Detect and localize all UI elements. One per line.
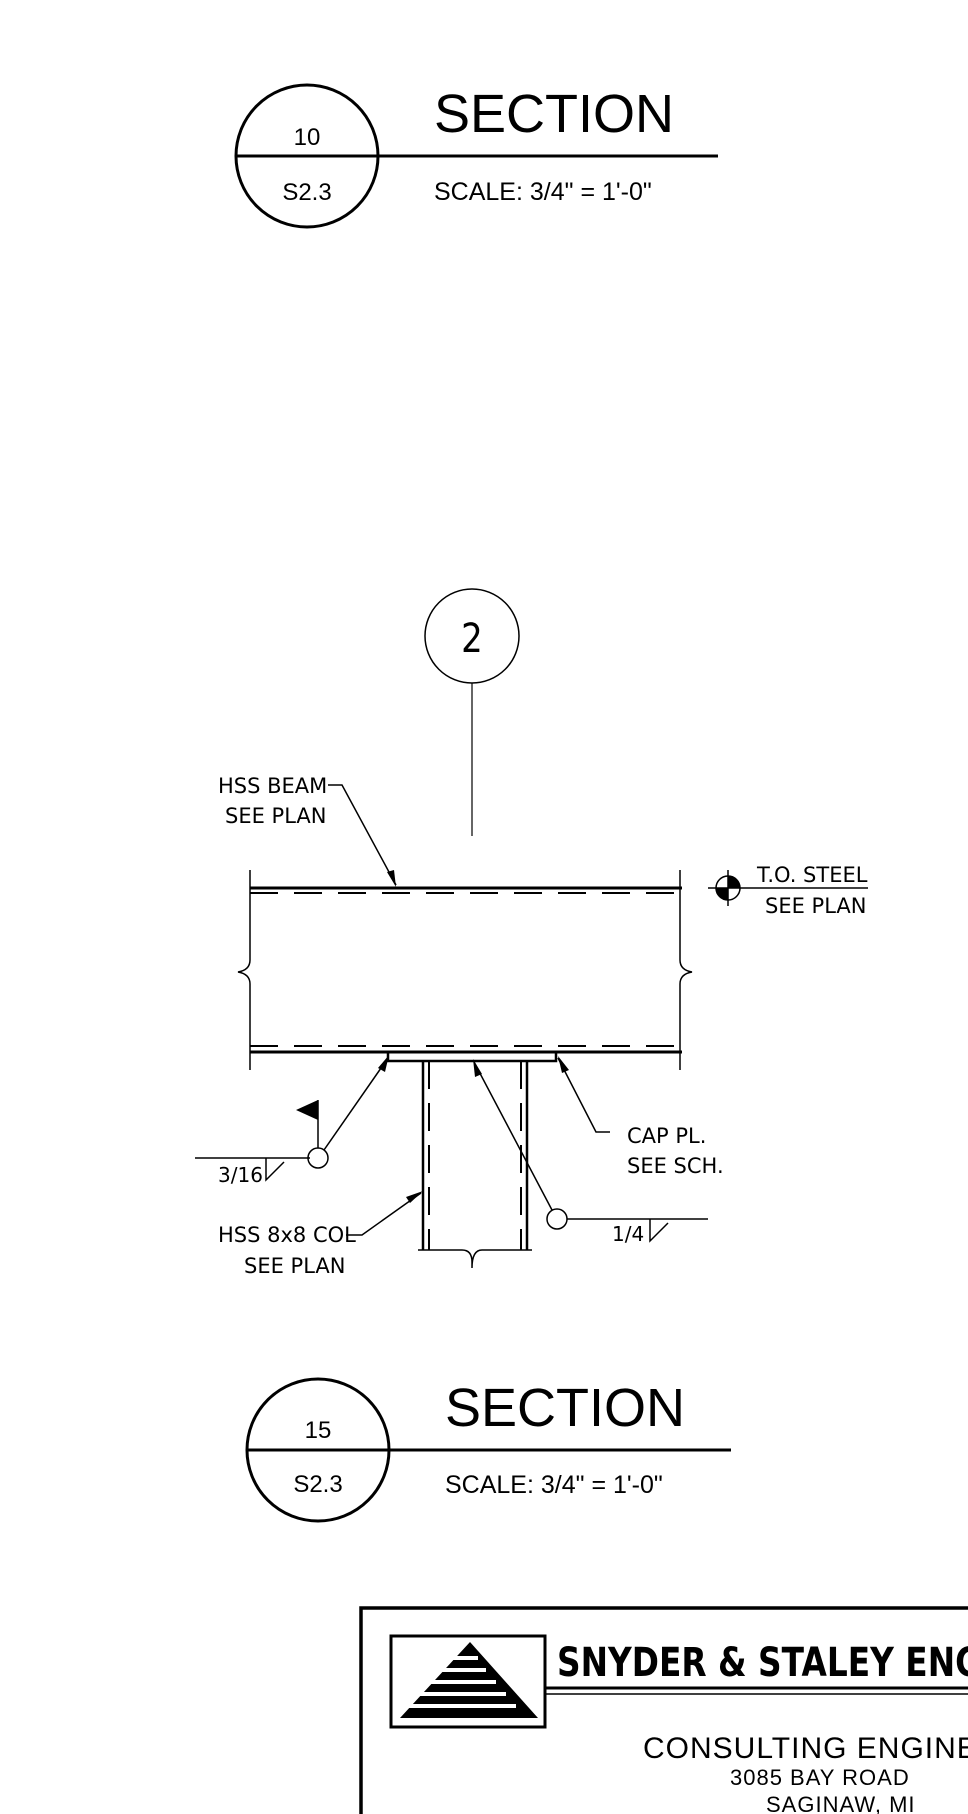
- beam-break-right: [679, 870, 693, 1070]
- column-callout: HSS 8x8 COL SEE PLAN: [218, 1191, 423, 1278]
- section-number: 15: [305, 1417, 332, 1444]
- arrowhead-icon: [473, 1059, 482, 1077]
- section-scale: SCALE: 3/4" = 1'-0": [434, 178, 652, 206]
- firm-name: SNYDER & STALEY ENGINEERING: [557, 1639, 968, 1686]
- tos-label-line-1: T.O. STEEL: [756, 863, 868, 887]
- logo-box: [389, 1634, 547, 1729]
- col-label-line-1: HSS 8x8 COL: [218, 1223, 356, 1247]
- weld-size-right: 1/4: [612, 1222, 644, 1246]
- tos-label-line-2: SEE PLAN: [765, 894, 866, 918]
- weld-all-around-icon: [546, 1208, 568, 1230]
- beam-label-line-2: SEE PLAN: [225, 804, 326, 828]
- column-leader: [346, 1192, 422, 1236]
- fillet-weld-icon: [649, 1219, 669, 1243]
- weld-leader-left: [323, 1057, 389, 1151]
- cap-plate-callout: CAP PL. SEE SCH.: [557, 1056, 724, 1178]
- section-title: SECTION: [445, 1378, 685, 1438]
- section-tag-top: 10 S2.3 SECTION SCALE: 3/4" = 1'-0": [234, 83, 718, 229]
- section-number: 10: [294, 124, 321, 151]
- section-scale: SCALE: 3/4" = 1'-0": [445, 1471, 663, 1499]
- arrowhead-icon: [378, 1055, 389, 1072]
- col-label-line-2: SEE PLAN: [244, 1254, 345, 1278]
- fillet-weld-icon: [265, 1158, 285, 1182]
- beam-label-line-1: HSS BEAM: [218, 774, 327, 798]
- section-tag-bottom: 15 S2.3 SECTION SCALE: 3/4" = 1'-0": [245, 1377, 731, 1523]
- firm-logo-icon: [400, 1642, 538, 1718]
- cap-plate-leader: [557, 1057, 610, 1133]
- section-sheet: S2.3: [293, 1471, 342, 1498]
- section-title: SECTION: [434, 84, 674, 144]
- arrowhead-icon: [406, 1191, 423, 1203]
- cap-label-line-1: CAP PL.: [627, 1124, 706, 1148]
- weld-symbol-right: 1/4: [473, 1059, 708, 1246]
- arrowhead-icon: [387, 870, 396, 887]
- weld-size-left: 3/16: [218, 1163, 263, 1187]
- beam-callout: HSS BEAM SEE PLAN: [218, 774, 397, 887]
- hss-column: [418, 1061, 532, 1269]
- weld-leader-right: [473, 1061, 553, 1211]
- top-of-steel-mark: T.O. STEEL SEE PLAN: [708, 863, 868, 918]
- column-break: [418, 1249, 532, 1269]
- cap-label-line-2: SEE SCH.: [627, 1154, 724, 1178]
- hss-beam: [237, 870, 693, 1070]
- grid-bubble: 2: [424, 588, 520, 836]
- elevation-target-fill-q3: [716, 888, 728, 900]
- title-block: SNYDER & STALEY ENGINEERING CONSULTING E…: [359, 1606, 968, 1814]
- firm-address-line-1: 3085 BAY ROAD: [730, 1765, 910, 1790]
- weld-all-around-icon: [307, 1147, 329, 1169]
- beam-leader: [328, 784, 397, 886]
- beam-break-left: [237, 870, 251, 1070]
- weld-symbol-left: 3/16: [195, 1055, 389, 1187]
- firm-subtitle: CONSULTING ENGINEERS: [643, 1732, 968, 1765]
- section-sheet: S2.3: [282, 179, 331, 206]
- field-weld-flag-icon: [296, 1100, 318, 1120]
- arrowhead-icon: [558, 1056, 569, 1073]
- grid-bubble-label: 2: [461, 615, 483, 661]
- title-block-border: [359, 1606, 968, 1814]
- firm-address-line-2: SAGINAW, MI: [766, 1792, 916, 1814]
- elevation-target-fill-q1: [728, 876, 740, 888]
